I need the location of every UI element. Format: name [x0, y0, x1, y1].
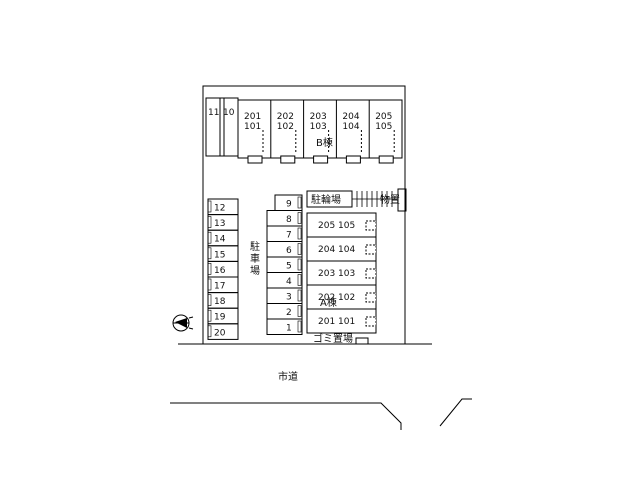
building-a-unit-label: 201 101 [318, 317, 355, 327]
building-b-entrance [313, 155, 329, 164]
bike-parking-area: 駐輪場 物置 [306, 188, 407, 212]
building-b-unit-lower: 105 [375, 122, 392, 132]
building-a-unit-label: 203 103 [318, 269, 355, 279]
parking-number-middle: 4 [286, 277, 292, 287]
parking-top-group: 11 10 [205, 97, 239, 157]
bike-parking-label: 駐輪場 [311, 193, 341, 206]
parking-space-top [219, 97, 239, 157]
building-a-entrance [365, 268, 377, 279]
parking-label-char: 車 [250, 252, 260, 265]
parking-stopper [297, 227, 302, 240]
building-a-label: A棟 [320, 296, 337, 309]
parking-area-label: 駐 車 場 [250, 240, 260, 277]
building-b-entrance [345, 155, 361, 164]
building-a-entrance [365, 220, 377, 231]
parking-number-middle: 6 [286, 246, 292, 256]
parking-number-left: 12 [214, 204, 225, 214]
parking-stopper [297, 305, 302, 317]
parking-space-middle [266, 225, 303, 242]
parking-stopper [207, 263, 212, 275]
north-arrow-icon [172, 314, 194, 332]
parking-stopper [297, 258, 302, 271]
parking-number-middle: 8 [286, 215, 292, 225]
building-b-label: B棟 [316, 136, 333, 149]
parking-number-left: 18 [214, 297, 226, 307]
parking-space-middle [266, 241, 303, 258]
parking-number-top: 10 [223, 108, 235, 118]
parking-stopper [207, 309, 212, 322]
building-b-unit-lower: 103 [310, 122, 327, 132]
parking-number-left: 20 [214, 328, 226, 338]
building-b-entrance [247, 155, 263, 164]
parking-number-left: 13 [214, 219, 225, 229]
building-a: 205 105 204 104 203 103 202 102 201 101 A棟 [306, 212, 377, 334]
building-b-unit-upper: 203 [310, 112, 327, 122]
parking-space-middle [266, 303, 303, 320]
building-b-unit-lower: 102 [277, 122, 294, 132]
parking-space-middle [266, 210, 303, 227]
building-a-entrance [365, 292, 377, 303]
parking-number-left: 16 [214, 266, 226, 276]
building-b-unit-upper: 201 [244, 112, 261, 122]
parking-number-middle: 7 [286, 231, 292, 241]
parking-number-middle: 5 [286, 262, 292, 272]
parking-number-middle: 2 [286, 308, 292, 318]
parking-space-top [205, 97, 225, 157]
parking-stopper [297, 274, 302, 286]
parking-number-middle: 3 [286, 293, 292, 303]
building-a-entrance [365, 316, 377, 327]
parking-space-middle [266, 256, 303, 273]
parking-number-left: 14 [214, 235, 226, 245]
garbage-area: ゴミ置場 [313, 332, 369, 345]
building-b-unit-upper: 204 [342, 112, 359, 122]
parking-left-column: 12 13 14 15 16 17 18 19 20 [207, 198, 239, 340]
building-a-unit-label: 202 102 [318, 293, 355, 303]
parking-label-char: 場 [250, 264, 260, 277]
road-outline-left [170, 402, 402, 430]
parking-number-middle: 1 [286, 324, 292, 334]
building-b-unit-upper: 205 [375, 112, 392, 122]
building-a-entrance [365, 244, 377, 255]
parking-stopper [207, 247, 212, 260]
building-b-unit-lower: 101 [244, 122, 261, 132]
parking-space-middle [266, 287, 303, 304]
parking-label-char: 駐 [250, 240, 260, 253]
parking-stopper [297, 212, 302, 224]
storage-box [397, 188, 407, 212]
parking-stopper [207, 216, 212, 228]
parking-number-left: 17 [214, 282, 225, 292]
parking-number-top: 11 [208, 108, 219, 118]
building-b-unit-lower: 104 [342, 122, 359, 132]
road-outline-right [439, 398, 472, 427]
parking-space-middle [266, 318, 303, 335]
building-b-unit-upper: 202 [277, 112, 294, 122]
building-a-unit-label: 205 105 [318, 221, 355, 231]
parking-number-left: 19 [214, 313, 226, 323]
parking-stopper [297, 289, 302, 302]
building-b-entrance [378, 155, 394, 164]
parking-stopper [297, 196, 302, 209]
building-a-unit-label: 204 104 [318, 245, 355, 255]
garbage-box [355, 337, 369, 345]
parking-stopper [207, 294, 212, 306]
parking-space-middle [266, 272, 303, 289]
parking-stopper [297, 243, 302, 255]
garbage-label: ゴミ置場 [313, 332, 353, 345]
parking-stopper [207, 325, 212, 338]
parking-stopper [207, 231, 212, 244]
parking-stopper [207, 278, 212, 291]
city-road-label: 市道 [278, 370, 298, 383]
parking-middle-column: 9 8 7 6 5 4 3 2 1 [266, 194, 303, 335]
storage-label: 物置 [380, 193, 400, 206]
parking-number-middle: 9 [286, 200, 292, 210]
parking-number-left: 15 [214, 250, 225, 260]
parking-stopper [297, 320, 302, 333]
building-b-entrance [280, 155, 296, 164]
parking-stopper [207, 200, 212, 213]
